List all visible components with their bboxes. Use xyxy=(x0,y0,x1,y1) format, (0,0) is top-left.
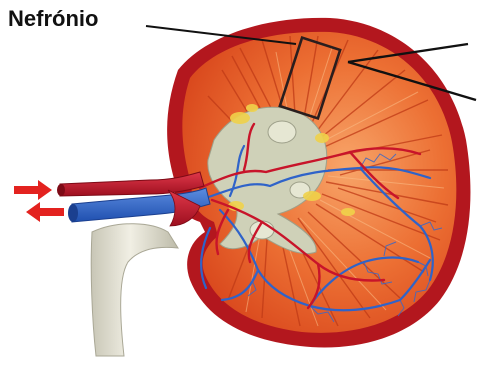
arrow-in-icon xyxy=(14,180,52,200)
renal-vein-opening xyxy=(68,204,78,222)
nephron-label: Nefrónio xyxy=(8,6,98,32)
blood-flow-arrows xyxy=(14,180,64,222)
minor-calyx xyxy=(268,121,296,143)
ureter xyxy=(91,224,178,356)
renal-artery-opening xyxy=(57,184,65,196)
arrow-out-icon xyxy=(26,202,64,222)
